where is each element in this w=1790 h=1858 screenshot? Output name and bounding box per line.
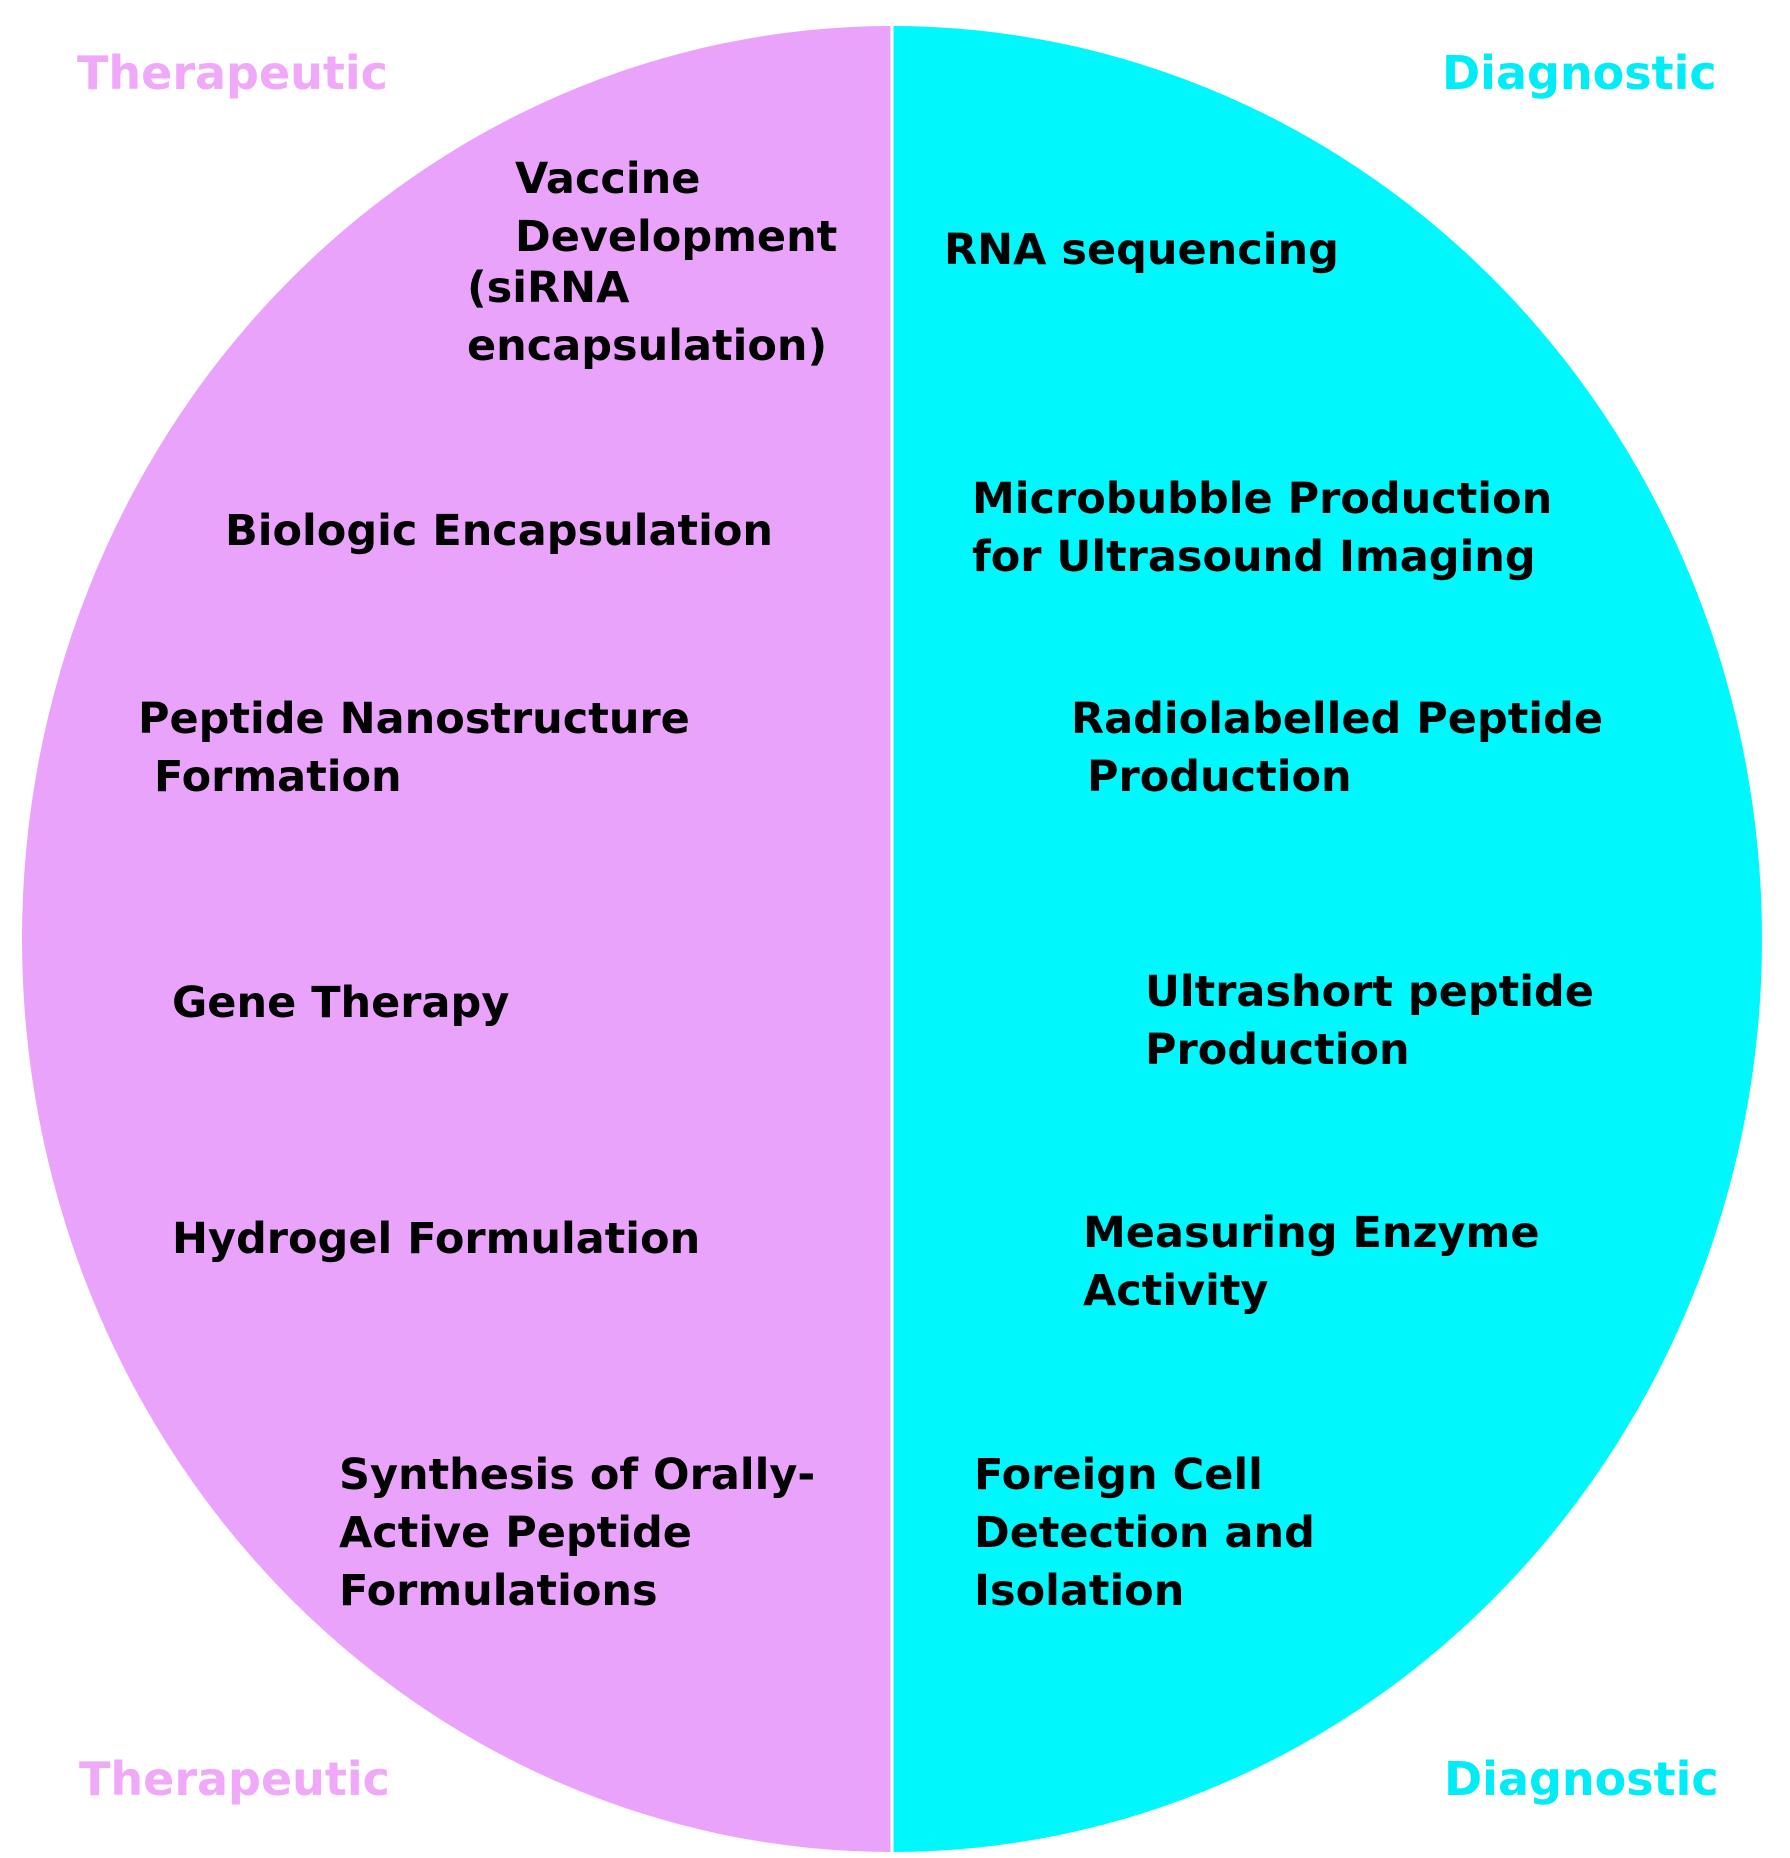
therapeutic-item-formation: Formation	[154, 752, 402, 802]
therapeutic-label-top: Therapeutic	[77, 46, 388, 100]
therapeutic-item-gene-therapy: Gene Therapy	[172, 978, 510, 1028]
diagnostic-item-radiolabelled-peptide: Radiolabelled Peptide	[1071, 694, 1603, 744]
therapeutic-item-sirna-encapsulation: (siRNA encapsulation)	[467, 263, 828, 371]
therapeutic-item-vaccine-development: Vaccine Development	[515, 154, 838, 262]
diagnostic-half-circle	[892, 26, 1762, 1852]
diagnostic-item-production: Production	[1087, 752, 1352, 802]
therapeutic-item-hydrogel-formulation: Hydrogel Formulation	[172, 1214, 701, 1264]
diagnostic-label-top: Diagnostic	[1442, 46, 1717, 100]
diagnostic-item-rna-sequencing: RNA sequencing	[944, 225, 1339, 275]
diagnostic-item-foreign-cell-detection: Foreign Cell Detection and Isolation	[974, 1450, 1315, 1616]
therapeutic-item-orally-active-peptide: Synthesis of Orally- Active Peptide Form…	[339, 1450, 816, 1616]
diagnostic-item-microbubble-production: Microbubble Production for Ultrasound Im…	[972, 474, 1553, 582]
diagnostic-item-ultrashort-peptide: Ultrashort peptide Production	[1145, 967, 1594, 1075]
therapeutic-item-biologic-encapsulation: Biologic Encapsulation	[225, 506, 773, 556]
therapeutic-item-peptide-nanostructure: Peptide Nanostructure	[138, 694, 690, 744]
diagnostic-item-enzyme-activity: Measuring Enzyme Activity	[1083, 1208, 1540, 1316]
therapeutic-label-bottom: Therapeutic	[79, 1752, 390, 1806]
therapeutic-half-circle	[22, 26, 892, 1852]
diagnostic-label-bottom: Diagnostic	[1444, 1752, 1719, 1806]
